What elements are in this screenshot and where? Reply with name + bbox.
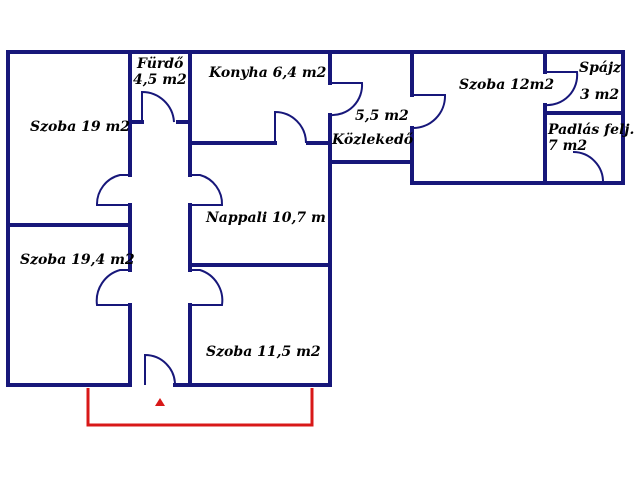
room-label-szoba-12: Szoba 12m2 bbox=[459, 77, 554, 93]
room-label-szoba-11-5: Szoba 11,5 m2 bbox=[206, 344, 321, 360]
entrance-arrow-icon bbox=[155, 398, 165, 406]
room-label-kozlekedo: Közlekedő bbox=[331, 132, 414, 148]
room-label-padlas: Padlás felj. bbox=[547, 122, 634, 138]
room-label-konyha: Konyha 6,4 m2 bbox=[208, 65, 327, 81]
room-area-furdo: 4,5 m2 bbox=[133, 72, 187, 88]
room-area-padlas: 7 m2 bbox=[548, 138, 587, 154]
room-area-spajz: 3 m2 bbox=[580, 87, 619, 103]
room-label-nappali: Nappali 10,7 m bbox=[205, 210, 326, 226]
doors bbox=[95, 71, 605, 386]
room-labels: Szoba 19 m2 Fürdő 4,5 m2 Konyha 6,4 m2 5… bbox=[20, 56, 634, 360]
room-area-kozlekedo: 5,5 m2 bbox=[355, 108, 409, 124]
room-label-szoba-19-4: Szoba 19,4 m2 bbox=[20, 252, 135, 268]
room-label-szoba-19: Szoba 19 m2 bbox=[30, 119, 130, 135]
walls bbox=[6, 50, 625, 387]
room-label-spajz: Spájz bbox=[579, 60, 622, 76]
room-label-furdo: Fürdő bbox=[136, 56, 184, 72]
entrance-marker bbox=[86, 388, 314, 427]
